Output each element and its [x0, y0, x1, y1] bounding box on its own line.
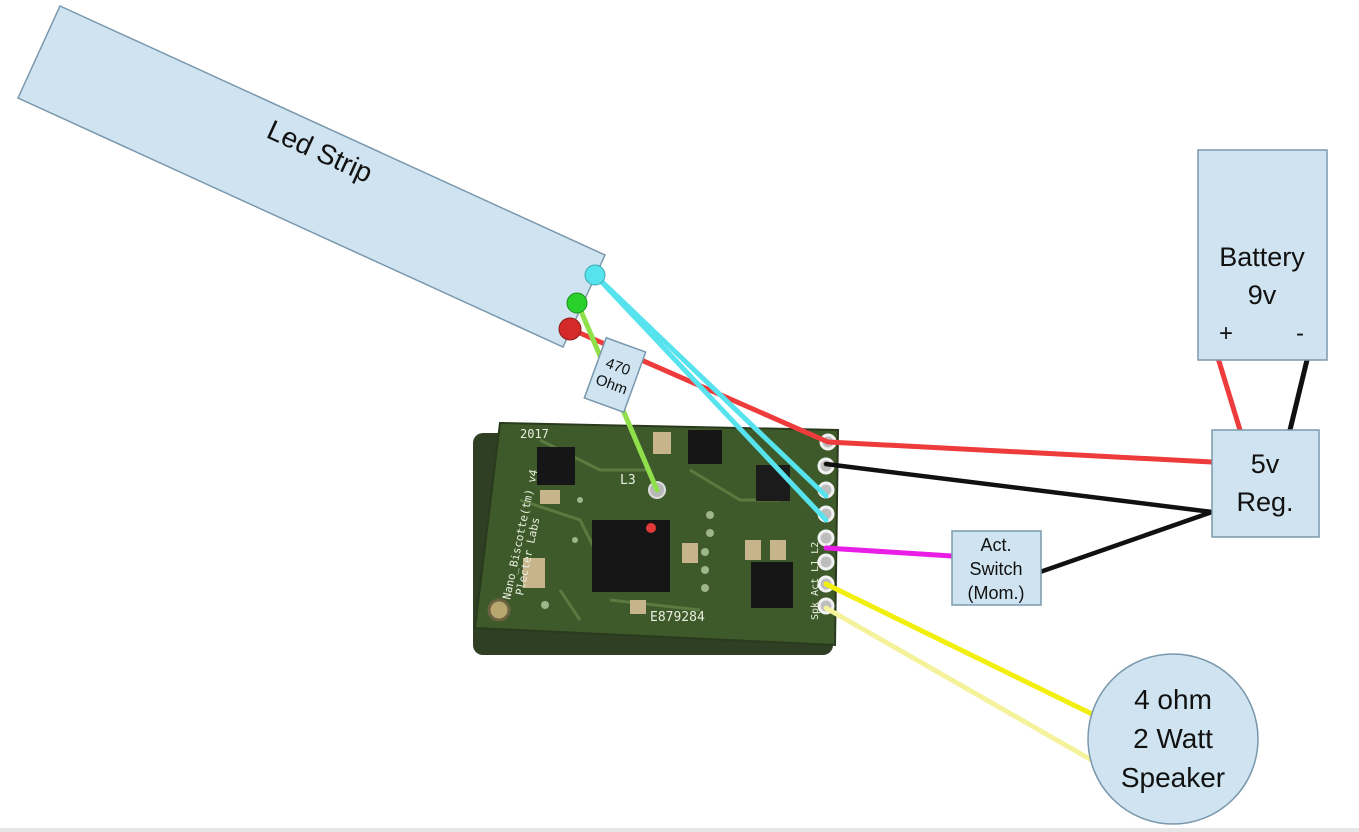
- activation-switch: Act. Switch (Mom.): [951, 530, 1042, 606]
- wire-cyan-1: [593, 273, 829, 523]
- pcb-pin-labels: Spk Act L1 L2: [810, 542, 821, 620]
- battery-plus: +: [1219, 320, 1233, 347]
- pcb-code: E879284: [650, 610, 705, 625]
- speaker-power: 2 Watt: [1133, 723, 1213, 754]
- switch-line2: Switch: [969, 559, 1022, 579]
- wire-red-reg: [825, 439, 1215, 465]
- wire-yellow: [823, 581, 1095, 717]
- switch-line1: Act.: [980, 535, 1011, 555]
- pcb-board: 2017 Nano_Biscotte(tm) v4 Plecter Labs E…: [473, 421, 840, 655]
- wire-black-switch: [1037, 509, 1215, 575]
- wire-black-battery: [1287, 357, 1310, 433]
- regulator-label: Reg.: [1236, 487, 1293, 517]
- bottom-edge-strip: [0, 828, 1359, 832]
- speaker-label: Speaker: [1121, 762, 1225, 793]
- chip-small-4: [756, 465, 790, 501]
- mount-hole: [487, 598, 511, 622]
- main-chip: [592, 520, 670, 592]
- pcb-pad-label: L3: [620, 473, 636, 488]
- battery: Battery 9v + -: [1197, 149, 1328, 361]
- regulator: 5v Reg.: [1211, 429, 1320, 538]
- chip-small-1: [537, 447, 575, 485]
- battery-minus: -: [1296, 320, 1304, 347]
- chip-small-2: [688, 430, 722, 464]
- wire-pale-yellow: [823, 605, 1098, 765]
- wire-cyan-2: [593, 273, 829, 499]
- speaker: 4 ohm 2 Watt Speaker: [1087, 653, 1259, 825]
- led-strip-contacts: [558, 264, 606, 341]
- chip-red-dot: [646, 523, 656, 533]
- wire-magenta: [823, 545, 955, 559]
- resistor: 470 Ohm: [583, 336, 647, 414]
- pcb-year: 2017: [520, 427, 549, 441]
- chip-small-3: [751, 562, 793, 608]
- contact-green: [566, 292, 588, 314]
- battery-voltage: 9v: [1248, 280, 1277, 310]
- wire-red-battery: [1215, 355, 1243, 433]
- wire-black-board: [823, 461, 1215, 515]
- switch-line3: (Mom.): [968, 583, 1025, 603]
- led-strip: Led Strip: [17, 5, 606, 348]
- contact-red: [558, 317, 582, 341]
- regulator-voltage: 5v: [1251, 449, 1280, 479]
- battery-label: Battery: [1219, 242, 1305, 272]
- speaker-impedance: 4 ohm: [1134, 684, 1212, 715]
- contact-cyan: [584, 264, 606, 286]
